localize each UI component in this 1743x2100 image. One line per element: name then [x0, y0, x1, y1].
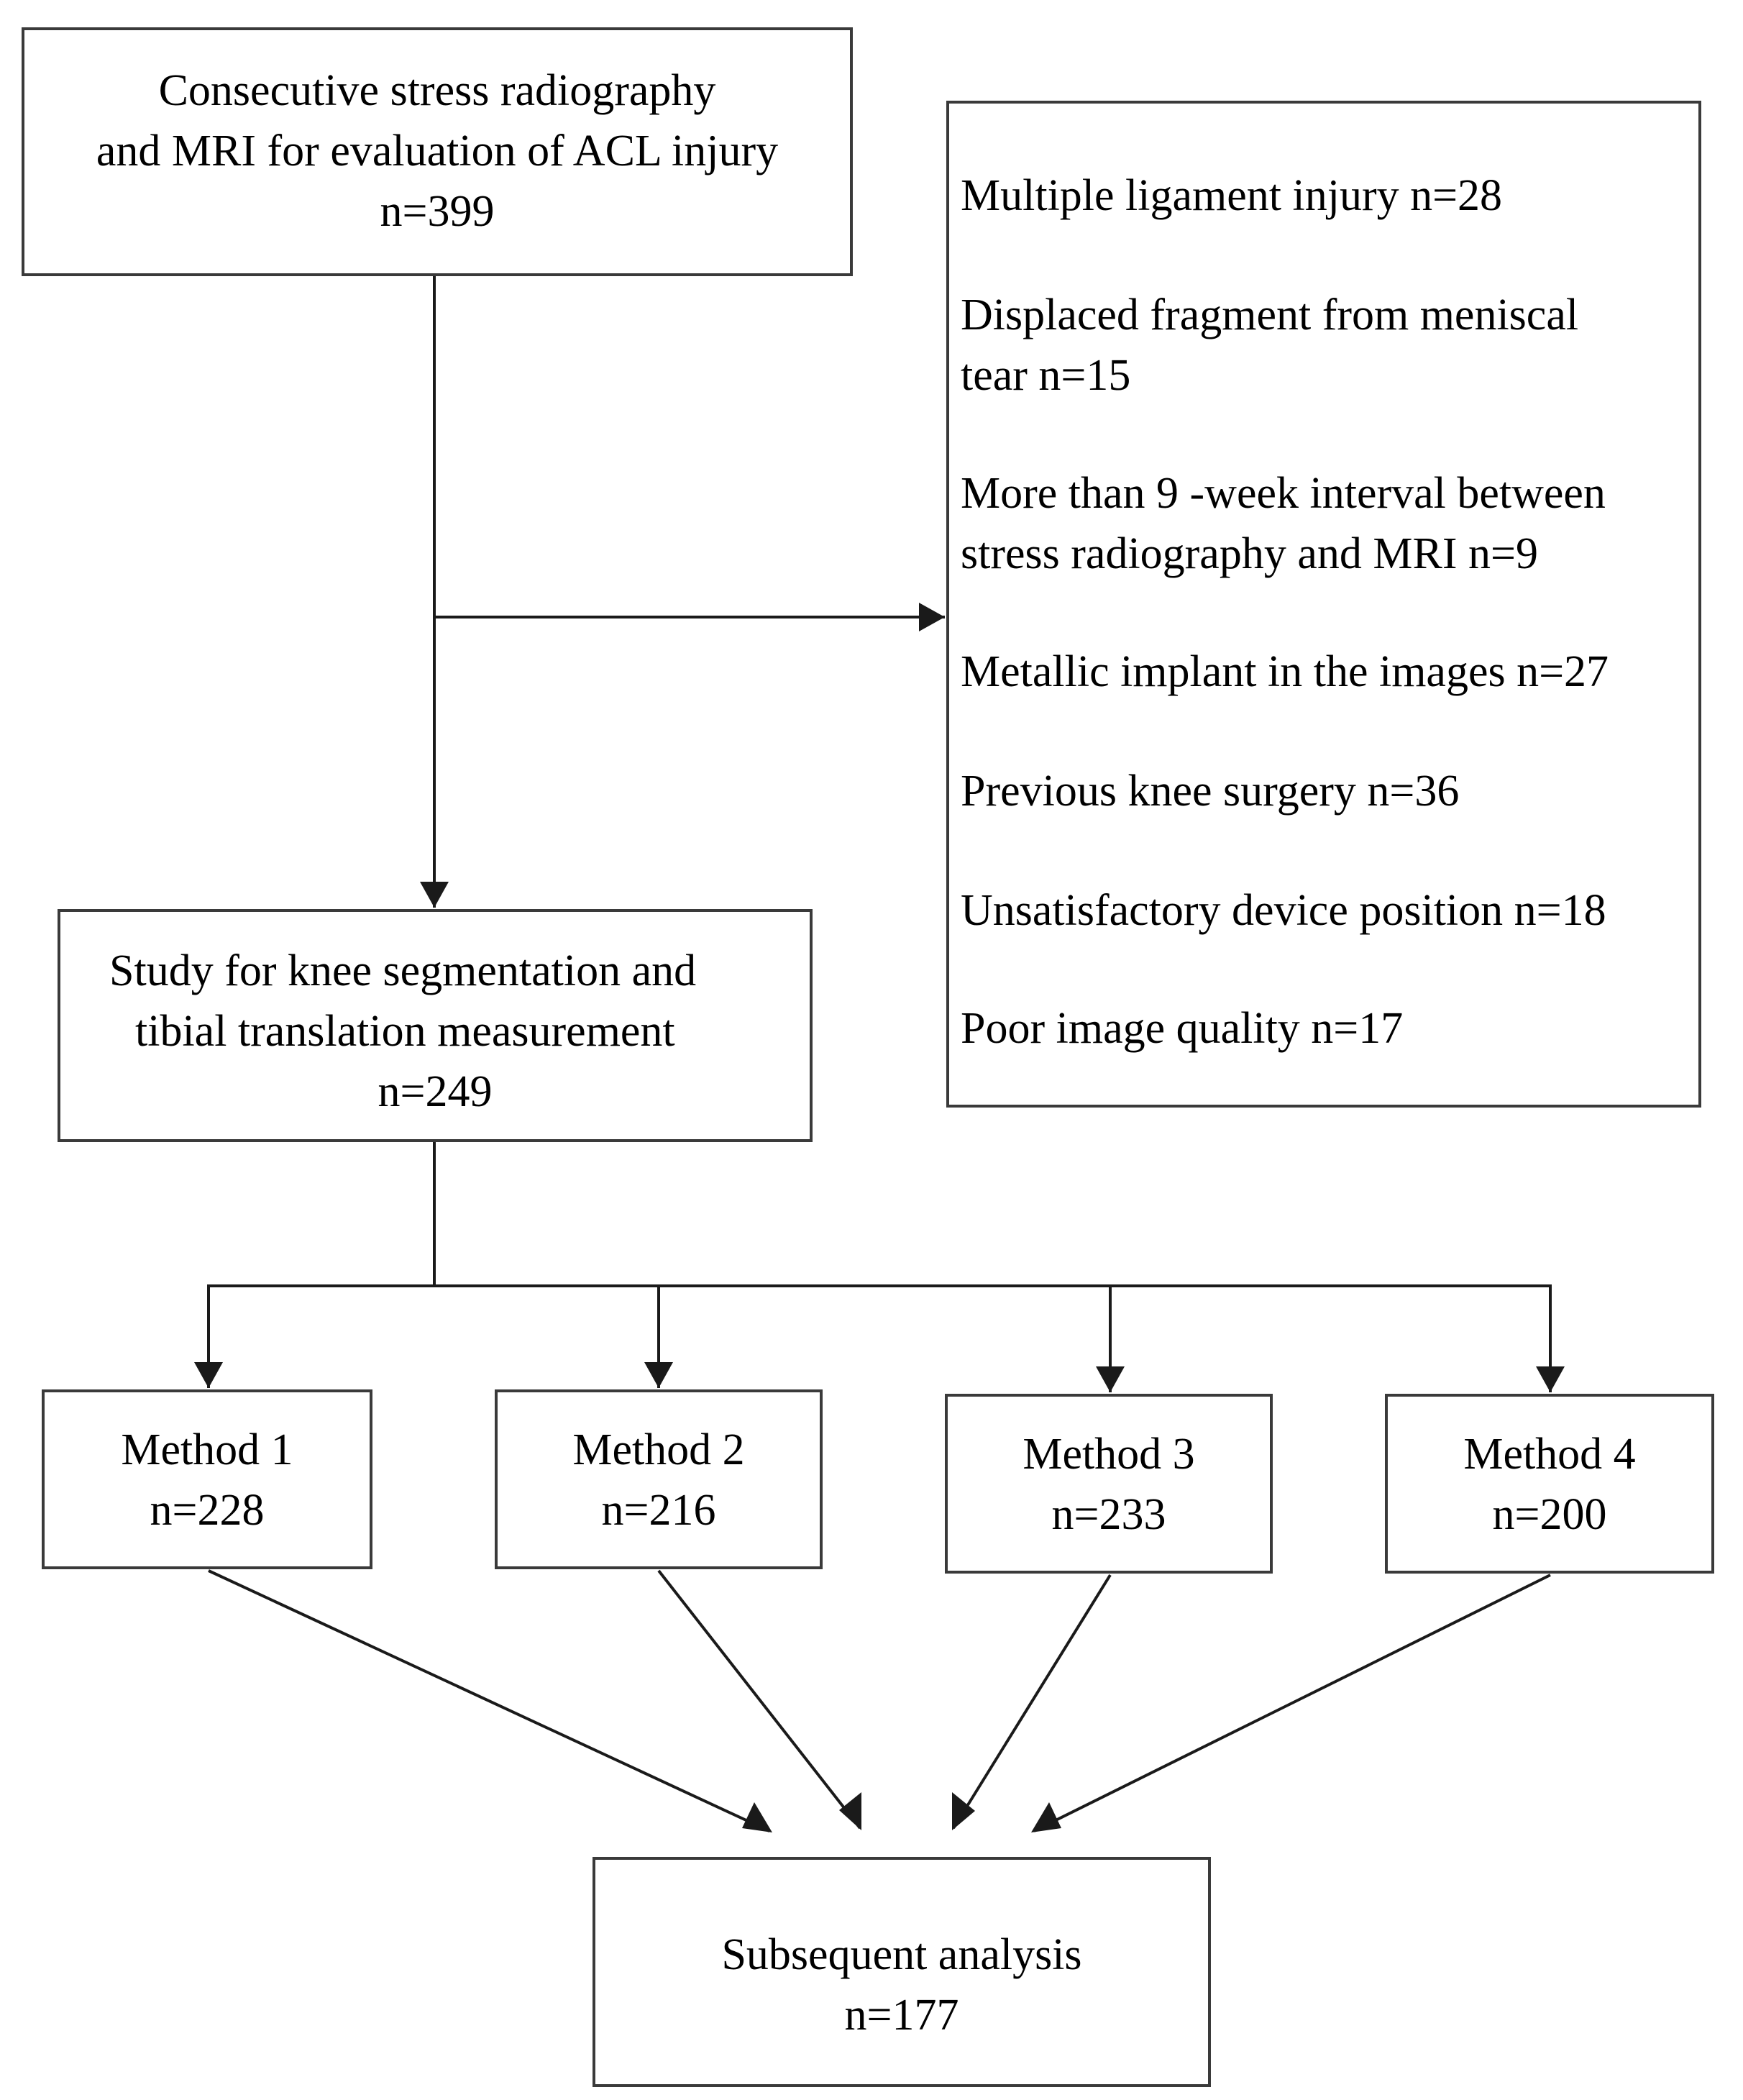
exclusion-item: Poor image quality n=17 [961, 998, 1403, 1059]
arrow-method-2-to-final [657, 1569, 861, 1830]
final-analysis-count: n=177 [844, 1991, 959, 2040]
method-2-count: n=216 [601, 1486, 716, 1535]
arrowhead-study [420, 882, 449, 908]
arrowhead-exclusions [919, 603, 945, 631]
screening-box: Consecutive stress radiography and MRI f… [22, 27, 853, 276]
arrowhead-method-3 [1096, 1366, 1125, 1392]
exclusion-item: Metallic implant in the images n=27 [961, 642, 1609, 702]
final-analysis-text: Subsequent analysis n=177 [595, 1925, 1208, 2045]
arrowhead-method-2 [644, 1362, 673, 1388]
study-box-text: Study for knee segmentation and tibial t… [60, 941, 810, 1122]
exclusion-interval-line-1: More than 9 -week interval between [961, 469, 1606, 518]
arrowhead-method-1 [194, 1362, 223, 1388]
exclusion-interval-line-2: stress radiography and MRI n=9 [961, 529, 1538, 578]
arrowhead-final-3 [952, 1792, 975, 1830]
method-2-label: Method 2 [572, 1425, 745, 1474]
arrowhead-final-2 [839, 1792, 861, 1830]
method-3-count: n=233 [1051, 1490, 1166, 1539]
study-count: n=249 [378, 1067, 493, 1116]
study-line-1: Study for knee segmentation and [109, 946, 697, 995]
method-3-text: Method 3 n=233 [948, 1424, 1270, 1545]
exclusion-meniscal-line-2: tear n=15 [961, 351, 1131, 400]
exclusion-item: Multiple ligament injury n=28 [961, 165, 1502, 226]
exclusion-multiple-ligament: Multiple ligament injury n=28 [961, 171, 1503, 220]
exclusion-device-position: Unsatisfactory device position n=18 [961, 886, 1606, 935]
arrowhead-final-1 [742, 1802, 772, 1832]
exclusion-metallic-implant: Metallic implant in the images n=27 [961, 647, 1609, 696]
arrowhead-method-4 [1536, 1366, 1565, 1392]
method-1-box: Method 1 n=228 [42, 1389, 372, 1569]
exclusion-image-quality: Poor image quality n=17 [961, 1004, 1404, 1053]
exclusion-meniscal-line-1: Displaced fragment from meniscal [961, 291, 1579, 339]
arrow-method-1-to-final [208, 1569, 770, 1832]
exclusion-item: Unsatisfactory device position n=18 [961, 880, 1606, 941]
study-box: Study for knee segmentation and tibial t… [58, 909, 813, 1142]
final-analysis-label: Subsequent analysis [721, 1930, 1082, 1979]
screening-line-1: Consecutive stress radiography [158, 66, 716, 115]
method-2-text: Method 2 n=216 [498, 1420, 820, 1540]
method-4-text: Method 4 n=200 [1388, 1424, 1711, 1545]
exclusion-item: Previous knee surgery n=36 [961, 761, 1459, 821]
screening-line-2: and MRI for evaluation of ACL injury [96, 127, 779, 175]
method-4-label: Method 4 [1463, 1430, 1636, 1479]
final-analysis-box: Subsequent analysis n=177 [593, 1857, 1211, 2087]
method-1-count: n=228 [150, 1486, 265, 1535]
method-3-label: Method 3 [1023, 1430, 1195, 1479]
exclusion-previous-surgery: Previous knee surgery n=36 [961, 767, 1460, 816]
method-3-box: Method 3 n=233 [945, 1394, 1273, 1574]
method-4-count: n=200 [1492, 1490, 1607, 1539]
method-2-box: Method 2 n=216 [495, 1389, 823, 1569]
method-4-box: Method 4 n=200 [1385, 1394, 1714, 1574]
screening-box-text: Consecutive stress radiography and MRI f… [24, 60, 850, 242]
method-1-text: Method 1 n=228 [45, 1420, 370, 1540]
arrow-method-4-to-final [1033, 1574, 1551, 1832]
method-1-label: Method 1 [121, 1425, 293, 1474]
exclusion-box: Multiple ligament injury n=28 Displaced … [946, 101, 1701, 1108]
arrowhead-final-4 [1031, 1802, 1061, 1832]
exclusion-item: More than 9 -week interval between stres… [961, 463, 1606, 584]
study-line-2: tibial translation measurement [135, 1007, 675, 1056]
screening-count: n=399 [380, 187, 495, 236]
exclusion-item: Displaced fragment from meniscal tear n=… [961, 285, 1578, 406]
arrow-method-3-to-final [952, 1574, 1112, 1830]
